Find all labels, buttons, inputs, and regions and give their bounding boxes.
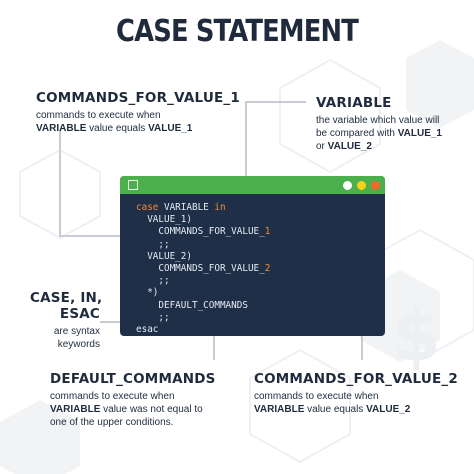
code-line: ;; bbox=[136, 311, 170, 323]
annotation-description: commands to execute when VARIABLE value … bbox=[254, 391, 411, 415]
code-line: case VARIABLE in bbox=[136, 202, 226, 213]
code-window: case VARIABLE in VALUE_1) COMMANDS_FOR_V… bbox=[120, 176, 385, 336]
annotation-commands-for-value-1: COMMANDS_FOR_VALUE_1 commands to execute… bbox=[36, 90, 240, 135]
code-line: VALUE_1) bbox=[136, 214, 192, 226]
code-line: esac bbox=[136, 323, 159, 335]
window-dot-white-icon bbox=[343, 181, 352, 190]
annotation-heading: DEFAULT_COMMANDS bbox=[50, 371, 216, 387]
code-line: ;; bbox=[136, 275, 170, 287]
annotation-variable: VARIABLE the variable which value will b… bbox=[316, 95, 442, 153]
annotation-heading-2: ESAC bbox=[59, 306, 100, 322]
code-line: VALUE_2) bbox=[136, 250, 192, 262]
code-line: DEFAULT_COMMANDS bbox=[136, 299, 248, 311]
annotation-default-commands: DEFAULT_COMMANDS commands to execute whe… bbox=[50, 371, 216, 429]
connector-variable bbox=[245, 101, 306, 204]
annotation-heading: COMMANDS_FOR_VALUE_1 bbox=[36, 90, 240, 106]
page-title: CASE STATEMENT bbox=[116, 14, 359, 49]
annotation-description: are syntax keywords bbox=[53, 326, 100, 350]
annotation-heading: VARIABLE bbox=[316, 95, 392, 111]
code-line: ;; bbox=[136, 238, 170, 250]
annotation-keywords: CASE, IN, ESAC are syntax keywords bbox=[30, 290, 103, 351]
code-line: COMMANDS_FOR_VALUE_2 bbox=[136, 262, 271, 274]
annotation-description: commands to execute when VARIABLE value … bbox=[50, 391, 203, 428]
annotation-heading-1: CASE, IN, bbox=[30, 290, 103, 306]
window-dot-orange-icon bbox=[371, 181, 380, 190]
code-block: case VARIABLE in VALUE_1) COMMANDS_FOR_V… bbox=[136, 202, 385, 336]
dollar-sign-watermark-icon: $ bbox=[392, 295, 441, 377]
window-dot-yellow-icon bbox=[357, 181, 366, 190]
annotation-heading: COMMANDS_FOR_VALUE_2 bbox=[254, 371, 458, 387]
window-icon bbox=[128, 180, 138, 190]
annotation-commands-for-value-2: COMMANDS_FOR_VALUE_2 commands to execute… bbox=[254, 371, 458, 416]
window-titlebar bbox=[120, 176, 385, 194]
code-line: *) bbox=[136, 287, 159, 299]
annotation-description: the variable which value will be compare… bbox=[316, 115, 442, 152]
code-line: COMMANDS_FOR_VALUE_1 bbox=[136, 226, 271, 238]
annotation-description: commands to execute when VARIABLE value … bbox=[36, 110, 193, 134]
